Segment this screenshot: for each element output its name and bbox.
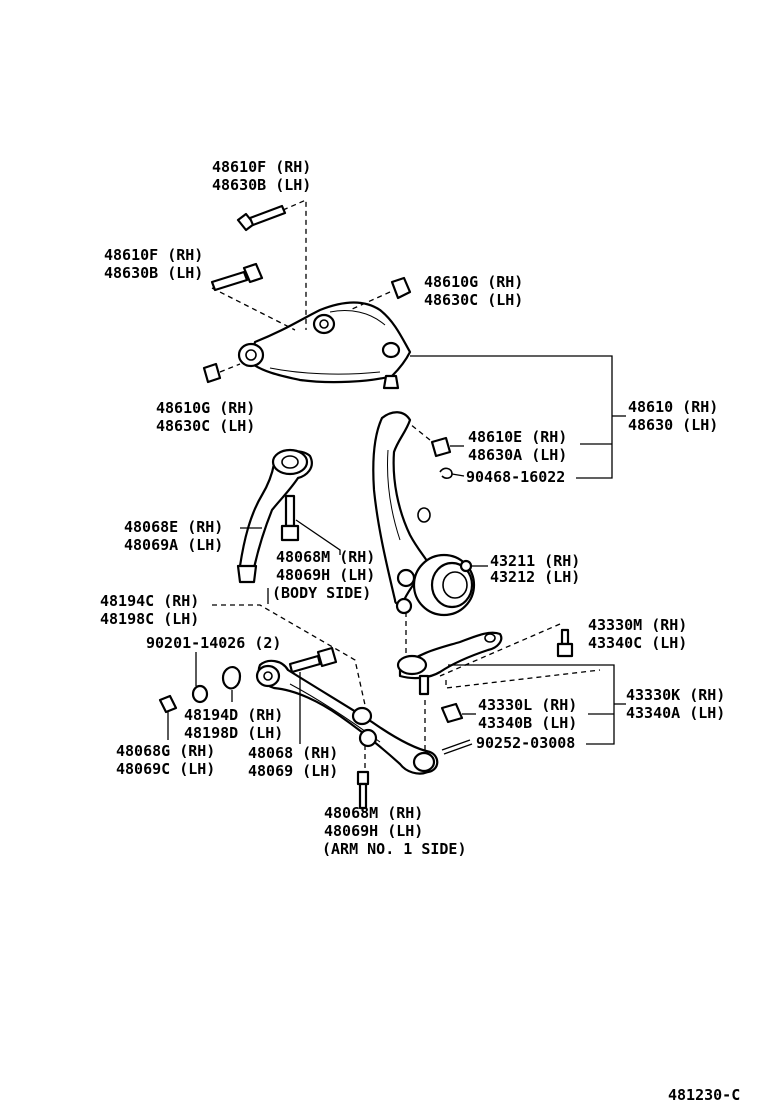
label-strut-bolt-body-rh: 48068M (RH) bbox=[276, 548, 375, 566]
label-strut-rod-lh: 48069A (LH) bbox=[124, 536, 223, 554]
label-bolt-top-rh: 48610F (RH) bbox=[212, 158, 311, 176]
label-arm-side: (ARM NO. 1 SIDE) bbox=[322, 840, 467, 858]
label-bushing2-lh: 48198D (LH) bbox=[184, 724, 283, 742]
label-knuckle-rh: 43211 (RH) bbox=[490, 552, 580, 570]
label-strut-rod-rh: 48068E (RH) bbox=[124, 518, 223, 536]
label-ball-nut-rh: 43330L (RH) bbox=[478, 696, 577, 714]
label-ball-bolt-rh: 43330M (RH) bbox=[588, 616, 687, 634]
strut-rod-bolt-body-side bbox=[280, 494, 300, 542]
upper-control-arm bbox=[237, 301, 412, 390]
ball-joint-nut bbox=[440, 702, 464, 724]
label-upper-arm-lh: 48630 (LH) bbox=[628, 416, 718, 434]
label-nut-right-rh: 48610G (RH) bbox=[424, 273, 523, 291]
label-arm-bolt-lh: 48069H (LH) bbox=[324, 822, 423, 840]
label-knuckle-lh: 43212 (LH) bbox=[490, 568, 580, 586]
label-ball-joint-lh: 43340A (LH) bbox=[626, 704, 725, 722]
label-lower-nut-rh: 48068G (RH) bbox=[116, 742, 215, 760]
label-castle-nut-lh: 48630A (LH) bbox=[468, 446, 567, 464]
label-lower-arm-lh: 48069 (LH) bbox=[248, 762, 338, 780]
label-bolt-top-lh: 48630B (LH) bbox=[212, 176, 311, 194]
upper-arm-nut-left bbox=[202, 362, 222, 384]
label-nut-right-lh: 48630C (LH) bbox=[424, 291, 523, 309]
label-body-side: (BODY SIDE) bbox=[272, 584, 371, 602]
label-nut-left-lh: 48630C (LH) bbox=[156, 417, 255, 435]
label-cotter-pin-upper: 90468-16022 bbox=[466, 468, 565, 486]
label-bolt-arm-lower: 90201-14026 (2) bbox=[146, 634, 281, 652]
label-bushing-lh: 48198C (LH) bbox=[100, 610, 199, 628]
cotter-pin-lower bbox=[441, 739, 473, 755]
lower-arm-bushing-small bbox=[191, 684, 209, 704]
lower-arm-nut bbox=[158, 694, 178, 714]
label-upper-arm-rh: 48610 (RH) bbox=[628, 398, 718, 416]
label-bushing-rh: 48194C (RH) bbox=[100, 592, 199, 610]
strut-rod bbox=[236, 448, 313, 584]
label-lower-arm-rh: 48068 (RH) bbox=[248, 744, 338, 762]
label-arm-bolt-rh: 48068M (RH) bbox=[324, 804, 423, 822]
label-ball-joint-rh: 43330K (RH) bbox=[626, 686, 725, 704]
label-castle-nut-rh: 48610E (RH) bbox=[468, 428, 567, 446]
label-cotter-pin-lower: 90252-03008 bbox=[476, 734, 575, 752]
ball-joint-bolt bbox=[556, 628, 574, 658]
label-figure-code: 481230-C bbox=[668, 1086, 740, 1104]
upper-arm-bolt-top bbox=[236, 204, 287, 232]
label-strut-bolt-body-lh: 48069H (LH) bbox=[276, 566, 375, 584]
label-lower-nut-lh: 48069C (LH) bbox=[116, 760, 215, 778]
steering-knuckle bbox=[372, 411, 476, 617]
lower-arm-bushing-rear bbox=[221, 666, 242, 690]
castle-nut-upper bbox=[430, 436, 452, 458]
cotter-pin-upper bbox=[439, 467, 465, 479]
label-ball-nut-lh: 43340B (LH) bbox=[478, 714, 577, 732]
label-nut-left-rh: 48610G (RH) bbox=[156, 399, 255, 417]
label-ball-bolt-lh: 43340C (LH) bbox=[588, 634, 687, 652]
upper-arm-bolt-mid bbox=[210, 262, 264, 292]
label-bushing2-rh: 48194D (RH) bbox=[184, 706, 283, 724]
lower-arm-bolt bbox=[288, 646, 338, 674]
label-bolt-mid-rh: 48610F (RH) bbox=[104, 246, 203, 264]
lower-arm-bolt-arm-side bbox=[356, 770, 370, 810]
label-bolt-mid-lh: 48630B (LH) bbox=[104, 264, 203, 282]
lower-ball-joint bbox=[396, 631, 503, 696]
upper-arm-nut-right bbox=[390, 276, 412, 300]
